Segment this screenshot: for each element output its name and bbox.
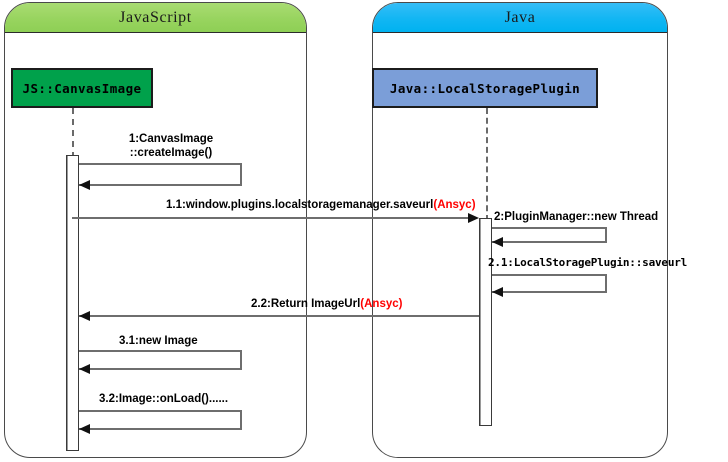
message-label-1-1: 1.1:window.plugins.localstoragemanager.s… (166, 198, 476, 212)
message-label-1-line2: ::createImage() (129, 147, 213, 159)
participant-java-localstorageplugin-label: Java::LocalStoragePlugin (389, 80, 581, 96)
message-2-2-arrowhead (79, 311, 90, 321)
message-label-1-1-text: 1.1:window.plugins.localstoragemanager.s… (166, 199, 434, 211)
message-2-1-arrowhead (492, 287, 503, 297)
message-label-1-line1: 1:CanvasImage (128, 133, 214, 145)
lifeline-java-localstorageplugin (486, 108, 488, 221)
message-3-1-top-segment (79, 350, 242, 352)
message-label-1-1-async-tag: (Ansyc) (433, 199, 476, 211)
frame-javascript-label: JavaScript (119, 8, 192, 26)
message-1-bottom-segment (79, 184, 242, 186)
message-label-2-2-async-tag: (Ansyc) (360, 298, 403, 310)
message-1-1-line (72, 217, 472, 219)
message-2-top-segment (492, 227, 607, 229)
participant-js-canvasimage[interactable]: JS::CanvasImage (11, 68, 153, 108)
message-1-1-arrowhead (468, 213, 479, 223)
message-3-1-right-segment (240, 350, 242, 368)
message-label-2-1: 2.1:LocalStoragePlugin::saveurl (488, 256, 687, 270)
activation-bar-java-localstorageplugin (479, 218, 492, 426)
participant-js-canvasimage-label: JS::CanvasImage (22, 80, 142, 96)
message-label-3-1: 3.1:new Image (119, 334, 198, 348)
frame-java-label: Java (504, 8, 536, 26)
message-label-3-2-text: 3.2:Image::onLoad()...... (99, 393, 229, 405)
frame-java: Java (372, 2, 668, 458)
message-2-arrowhead (492, 237, 503, 247)
message-2-bottom-segment (492, 241, 607, 243)
message-1-top-segment (79, 163, 242, 165)
frame-javascript-header: JavaScript (5, 3, 306, 33)
message-2-1-right-segment (605, 274, 607, 291)
message-label-3-2: 3.2:Image::onLoad()...... (99, 392, 228, 406)
message-3-2-bottom-segment (79, 428, 242, 430)
activation-bar-js-canvasimage (66, 155, 79, 451)
message-label-1: 1:CanvasImage ::createImage() (86, 132, 256, 160)
frame-java-header: Java (373, 3, 667, 33)
message-label-3-1-text: 3.1:new Image (119, 335, 198, 347)
message-3-1-arrowhead (79, 364, 90, 374)
message-1-arrowhead (79, 180, 90, 190)
message-3-2-arrowhead (79, 424, 90, 434)
participant-java-localstorageplugin[interactable]: Java::LocalStoragePlugin (372, 68, 598, 108)
message-2-2-line (79, 315, 479, 317)
message-label-2-2-text: 2.2:Return ImageUrl (251, 298, 361, 310)
message-label-2-text: 2:PluginManager::new Thread (494, 211, 659, 223)
message-label-2: 2:PluginManager::new Thread (494, 210, 658, 224)
message-3-2-top-segment (79, 410, 242, 412)
message-2-1-bottom-segment (492, 291, 607, 293)
message-label-2-1-text: 2.1:LocalStoragePlugin::saveurl (488, 256, 688, 269)
message-1-right-segment (240, 163, 242, 184)
message-label-2-2: 2.2:Return ImageUrl(Ansyc) (251, 297, 402, 311)
message-2-right-segment (605, 227, 607, 241)
message-3-1-bottom-segment (79, 368, 242, 370)
message-2-1-top-segment (492, 274, 607, 276)
lifeline-js-canvasimage (72, 108, 74, 158)
message-3-2-right-segment (240, 410, 242, 428)
